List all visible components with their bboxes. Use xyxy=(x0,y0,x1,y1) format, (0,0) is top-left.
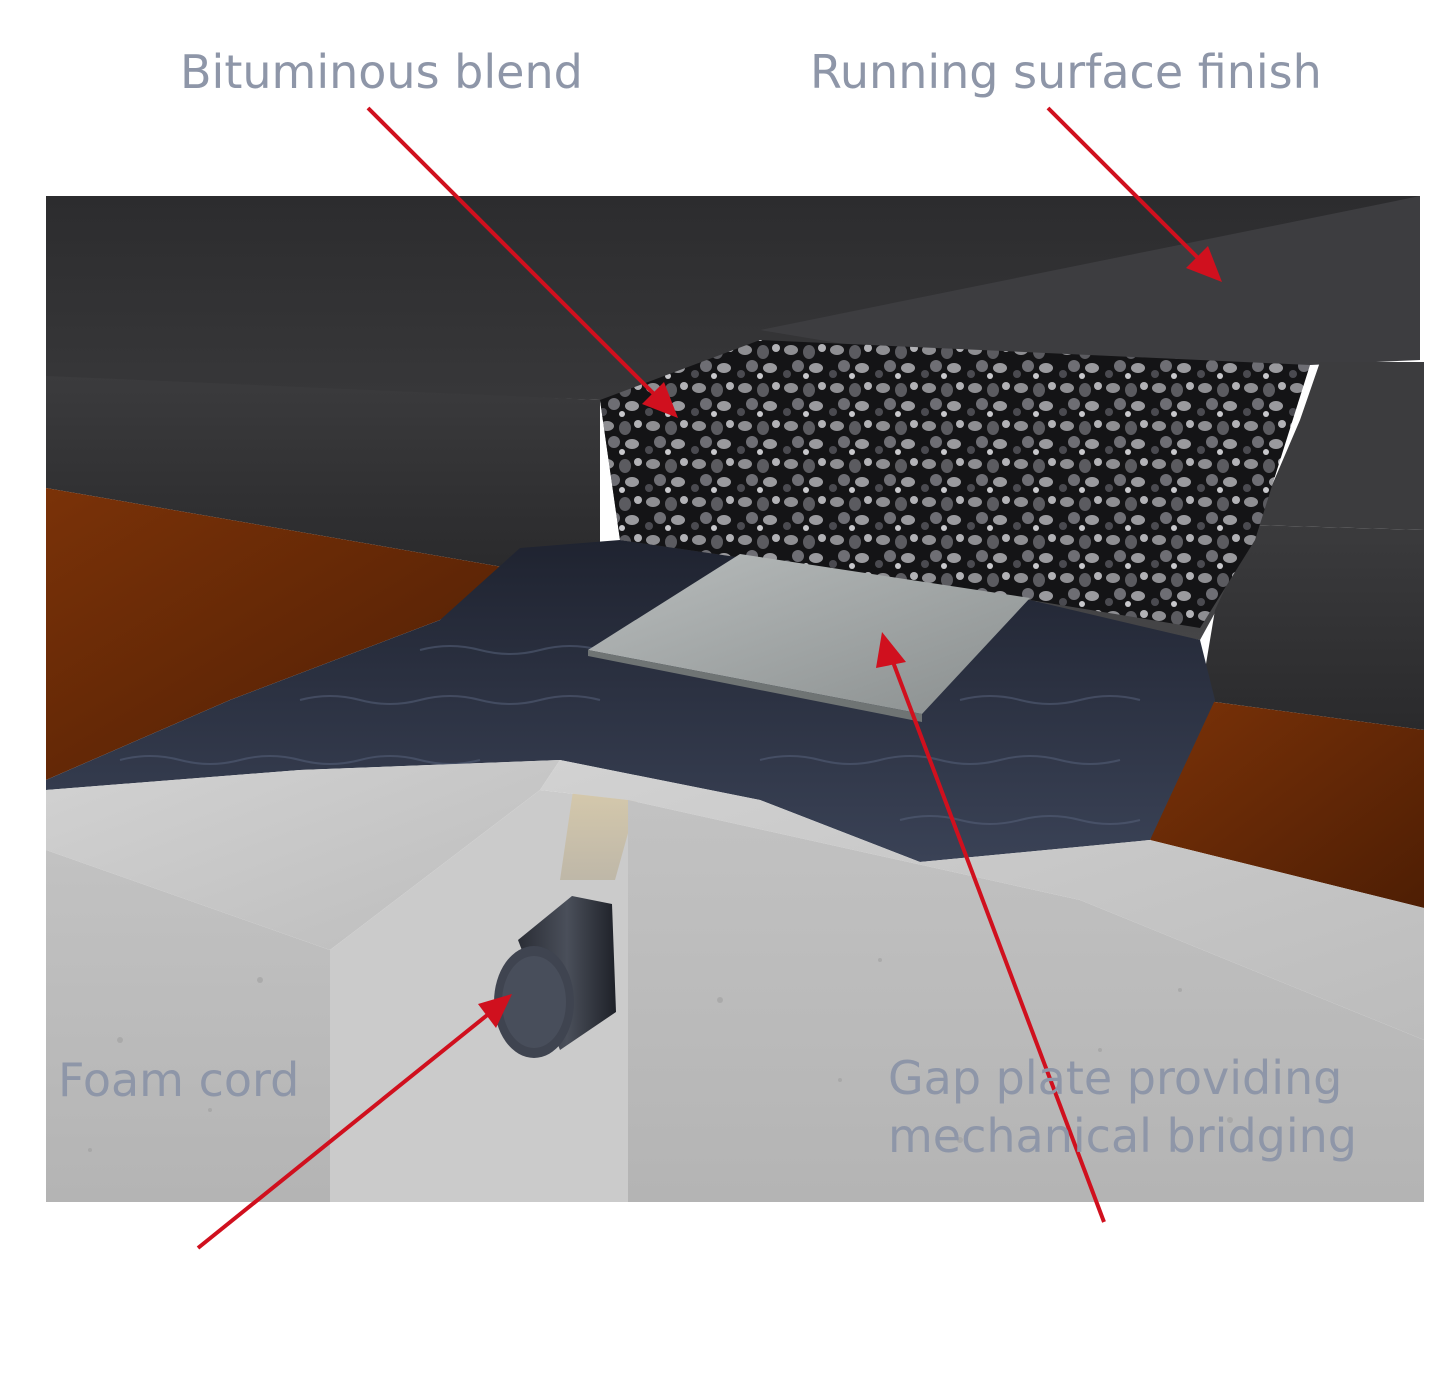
label-gap-plate-line2: mechanical bridging xyxy=(888,1108,1357,1163)
label-gap-plate: Gap plate providing mechanical bridging xyxy=(888,1050,1357,1165)
left-asphalt-face xyxy=(46,376,600,570)
concrete-texture xyxy=(88,958,1332,1152)
left-concrete-top xyxy=(46,760,560,950)
gap-plate-edge xyxy=(588,650,922,722)
label-running-surface-finish: Running surface finish xyxy=(810,45,1322,99)
gap-plate xyxy=(588,554,1030,714)
arrow-foam-cord xyxy=(196,994,512,1250)
foam-filler-strip xyxy=(560,784,640,880)
right-asphalt-top xyxy=(1255,362,1424,530)
label-foam-cord: Foam cord xyxy=(58,1053,300,1107)
left-concrete-inner-face xyxy=(330,790,628,1202)
label-gap-plate-line1: Gap plate providing xyxy=(888,1051,1343,1105)
left-membrane-layer xyxy=(46,488,520,780)
arrow-gap-plate xyxy=(876,632,1106,1223)
right-concrete-face xyxy=(628,800,1424,1202)
right-concrete-top xyxy=(540,760,1424,1040)
arrow-running-surface xyxy=(1046,106,1222,282)
bituminous-blend-block xyxy=(600,340,1310,628)
left-concrete-face xyxy=(46,850,330,1202)
arrow-bituminous-blend xyxy=(366,106,678,418)
right-asphalt-face xyxy=(1200,525,1424,730)
right-membrane-layer xyxy=(1150,700,1424,908)
foam-cord xyxy=(494,896,616,1058)
waterproofing-ripples xyxy=(119,645,1141,825)
label-bituminous-blend: Bituminous blend xyxy=(180,45,583,99)
